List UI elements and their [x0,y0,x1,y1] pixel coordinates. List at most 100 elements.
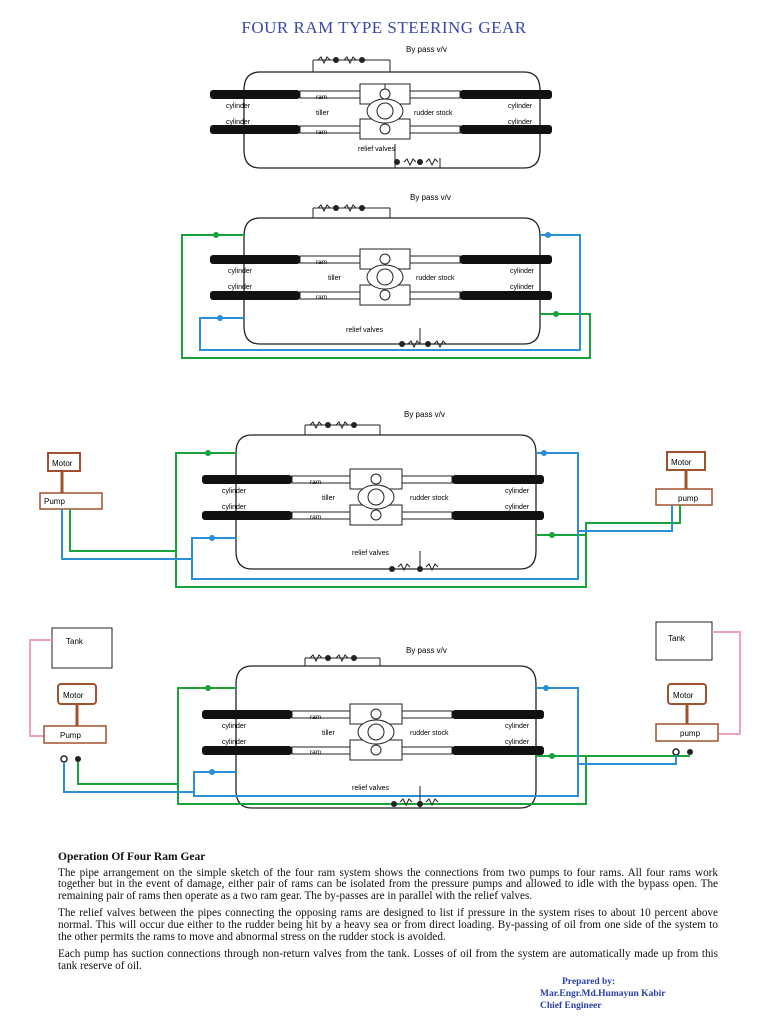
green-pipe [181,234,591,359]
pump-label: pump [680,729,701,738]
blue-pipe [61,452,673,580]
page-title: FOUR RAM TYPE STEERING GEAR [241,18,527,37]
tank-suction-line [712,631,741,735]
diagram-with-piping: By pass v/v cylinder cylinder cylinder c… [181,193,591,359]
cylinder-label: cylinder [510,268,535,275]
casing [235,434,537,570]
relief-valves-label: relief valves [352,785,389,792]
tiller [366,88,404,135]
pipe-joint-icon [213,232,219,238]
diagram-basic-four-ram: By pass v/v cylinder cylinder cylinder c… [210,45,552,169]
non-return-valve-icon [60,755,68,763]
pipe-joint-icon [549,532,555,538]
bypass-label: By pass v/v [404,410,445,419]
relief-valve-icon [389,566,395,572]
pipe-joint-icon [205,450,211,456]
relief-valve-icon [417,801,423,807]
tank-label: Tank [66,637,84,646]
paragraph: Each pump has suction connections throug… [58,948,718,972]
ram-label: ram [316,129,327,136]
diagram-with-tanks: By pass v/v Tank Tank Motor Pump Motor p… [29,621,741,809]
pump-box-right [655,488,713,506]
prepared-by-label: Prepared by: [562,977,616,987]
cylinder-label: cylinder [222,739,247,746]
tiller [357,473,395,521]
relief-valve-icon [417,566,423,572]
tank-left [51,627,113,669]
tiller [366,253,404,301]
relief-valves-label: relief valves [346,327,383,334]
cylinder-label: cylinder [228,284,253,291]
motor-label: Motor [63,691,84,700]
pipe-joint-icon [209,535,215,541]
non-return-valve-icon [672,748,680,756]
relief-valve-icon [391,801,397,807]
bypass-valve-assembly [304,421,381,435]
bypass-label: By pass v/v [406,646,447,655]
bypass-valve-icon [359,205,365,211]
motor-label: Motor [671,458,692,467]
cylinder-label: cylinder [228,268,253,275]
motor-label: Motor [52,459,73,468]
bypass-valve-icon [325,422,331,428]
cylinder-label: cylinder [505,488,530,495]
ram-label: ram [310,479,321,486]
rudder-stock-label: rudder stock [414,110,453,117]
bypass-valve-assembly [304,654,381,666]
relief-valve-assembly [389,551,439,572]
motor-label: Motor [673,691,694,700]
diagram-with-pumps: By pass v/v Motor Pump Motor pump [39,410,713,588]
tiller [357,708,395,756]
cylinder-label: cylinder [222,723,247,730]
operation-section: Operation Of Four Ram Gear The pipe arra… [58,851,718,978]
rudder-stock-label: rudder stock [410,495,449,502]
bypass-valve-icon [351,655,357,661]
casing [243,71,541,169]
bypass-valve-icon [351,422,357,428]
pump-box-right [655,723,719,742]
pipe-joint-icon [541,450,547,456]
ram-label: ram [316,259,327,266]
ram-label: ram [310,714,321,721]
relief-valve-assembly [391,786,439,808]
ram-label: ram [316,294,327,301]
ram-label: ram [316,94,327,101]
cylinder-label: cylinder [226,119,251,126]
tiller-label: tiller [316,110,330,117]
bypass-valve-icon [333,57,339,63]
cylinder-label: cylinder [508,119,533,126]
paragraph: The relief valves between the pipes conn… [58,907,718,943]
cylinder-label: cylinder [226,103,251,110]
cylinder-label: cylinder [505,723,530,730]
tiller-label: tiller [322,730,336,737]
non-return-valve-icon [687,749,693,755]
cylinder-label: cylinder [505,739,530,746]
relief-valves-label: relief valves [358,146,395,153]
tiller-label: tiller [322,495,336,502]
cylinder-label: cylinder [508,103,533,110]
blue-pipe [63,687,677,797]
cylinder-label: cylinder [222,504,247,511]
pump-label: pump [678,494,699,503]
pump-label: Pump [60,731,81,740]
ram-label: ram [310,514,321,521]
bypass-label: By pass v/v [406,45,447,54]
section-heading: Operation Of Four Ram Gear [58,851,206,863]
cylinder-label: cylinder [510,284,535,291]
credit-block: Prepared by: Mar.Engr.Md.Humayun Kabir C… [540,976,665,1012]
tank-label: Tank [668,634,686,643]
relief-valve-icon [417,159,423,165]
casing [235,665,537,809]
bypass-valve-icon [333,205,339,211]
relief-valve-icon [399,341,405,347]
cylinder-label: cylinder [505,504,530,511]
cylinder-label: cylinder [222,488,247,495]
author-name: Mar.Engr.Md.Humayun Kabir [540,989,666,999]
relief-valves-label: relief valves [352,550,389,557]
relief-valve-assembly [394,144,441,168]
rudder-stock-label: rudder stock [410,730,449,737]
bypass-valve-icon [359,57,365,63]
pipe-joint-icon [545,232,551,238]
pipe-joint-icon [205,685,211,691]
pipe-joint-icon [549,753,555,759]
